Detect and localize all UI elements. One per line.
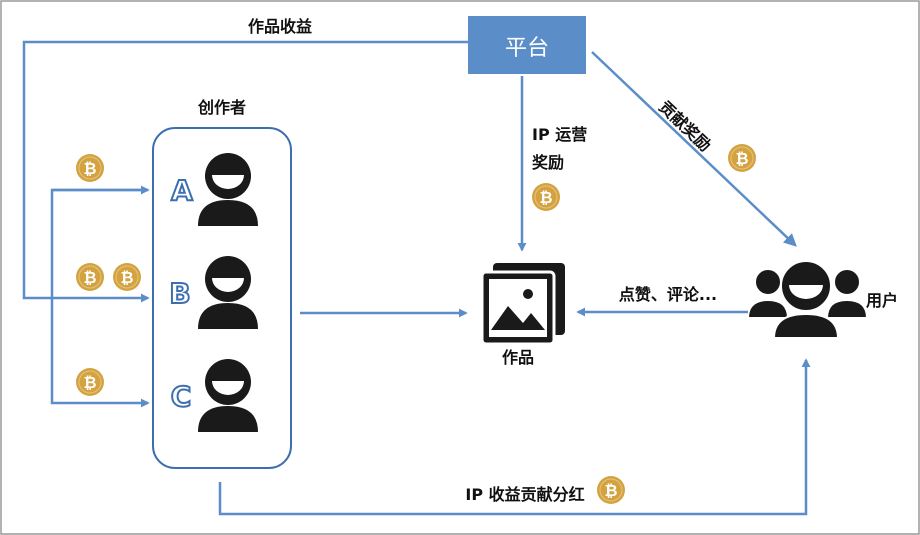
coin-icon — [112, 262, 142, 292]
creator-letter-b: B — [169, 277, 190, 310]
contribution-reward-label: 贡献奖励 — [655, 97, 714, 155]
ip-operation-label-2: 奖励 — [532, 153, 564, 172]
work-image-icon — [480, 263, 565, 346]
creator-income-arrow — [22, 40, 468, 303]
ip-dividend-label: IP 收益贡献分红 — [465, 485, 584, 504]
ip-dividend-arrow — [218, 358, 811, 516]
work-label: 作品 — [502, 348, 534, 367]
platform-box — [468, 16, 586, 74]
coin-icon — [75, 262, 105, 292]
distribution-bracket — [50, 188, 150, 408]
users-label: 用户 — [866, 291, 898, 310]
creator-income-label: 作品收益 — [248, 17, 312, 36]
coin-icon — [596, 475, 626, 505]
likes-comments-label: 点赞、评论... — [619, 285, 717, 304]
ip-operation-label-1: IP 运营 — [532, 125, 587, 144]
platform-label: 平台 — [505, 36, 549, 61]
creator-letter-c: C — [171, 380, 192, 413]
creator-letter-a: A — [171, 174, 193, 207]
coin-icon — [75, 153, 105, 183]
contribution-reward-arrow — [591, 51, 797, 247]
coin-icon — [727, 143, 757, 173]
coin-icon — [75, 367, 105, 397]
creators-label: 创作者 — [197, 98, 246, 117]
users-group-icon — [746, 260, 869, 339]
coin-icon — [531, 182, 561, 212]
